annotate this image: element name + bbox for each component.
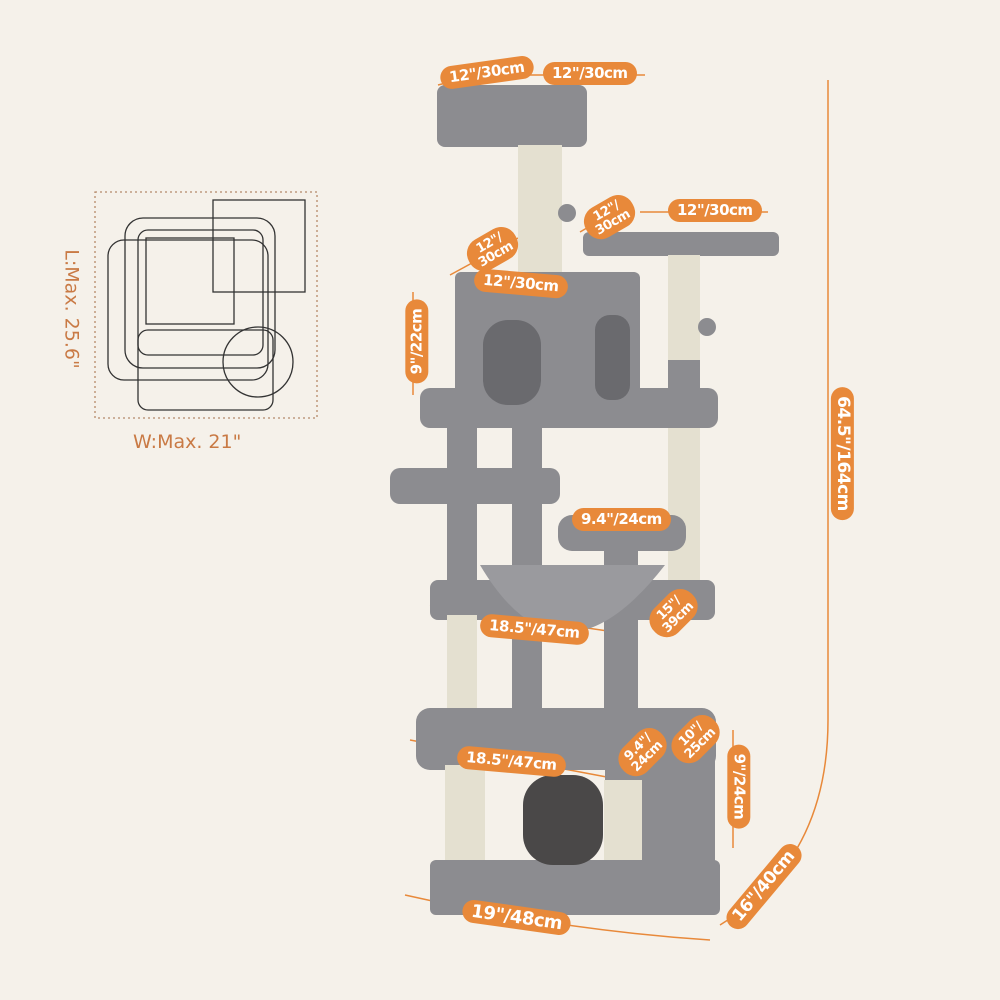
cat-tree: [390, 85, 779, 915]
dim-top-perch-width: 12"/30cm: [543, 62, 637, 85]
footprint-length-label: L:Max. 25.6": [60, 249, 83, 369]
footprint-diagram: [94, 191, 318, 419]
dim-condo-height: 9"/22cm: [405, 299, 429, 384]
dim-total-height: 64.5"/164cm: [830, 387, 854, 520]
footprint-width-label: W:Max. 21": [133, 431, 242, 453]
dim-platform-width: 12"/30cm: [668, 199, 762, 222]
dim-base-condo-height: 9"/24cm: [727, 744, 751, 829]
dim-small-perch: 9.4"/24cm: [572, 508, 671, 531]
